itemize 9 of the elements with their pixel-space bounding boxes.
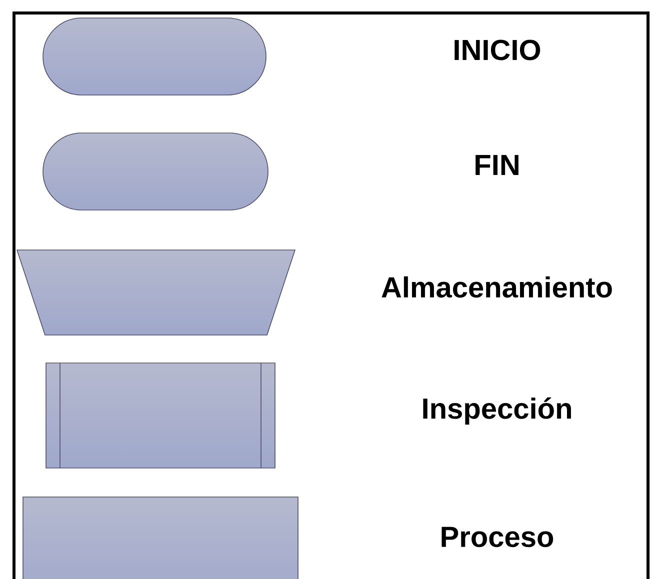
symbol-label: Almacenamiento — [382, 276, 612, 298]
terminal-symbol — [42, 18, 266, 96]
inspection-symbol — [46, 362, 276, 468]
symbol-label: INICIO — [454, 40, 540, 60]
process-symbol — [22, 496, 298, 579]
symbol-label: Inspección — [423, 397, 571, 425]
symbol-label: Proceso — [442, 526, 554, 548]
terminal-symbol — [42, 132, 268, 210]
symbol-label: FIN — [476, 155, 518, 175]
